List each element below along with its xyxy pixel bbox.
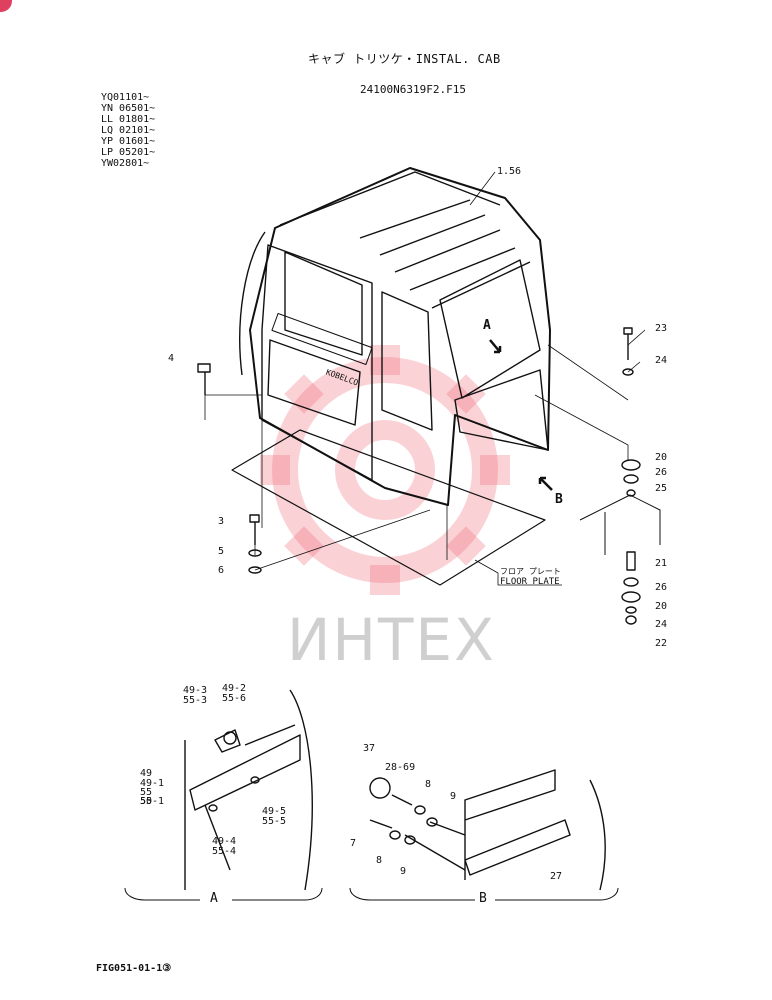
- callout-26-lower: 26: [655, 582, 668, 593]
- detail-b-label: B: [479, 891, 487, 906]
- floor-plate-label-jp: フロア プレート: [500, 567, 561, 576]
- callout-24: 24: [655, 355, 668, 366]
- cab-handrail: [239, 231, 266, 376]
- detail-b-drawing: [349, 769, 619, 901]
- callout-26: 26: [655, 467, 668, 478]
- callout-28-69: 28-69: [385, 762, 416, 773]
- floor-plate-leader: [474, 559, 562, 586]
- callout-23: 23: [655, 323, 668, 334]
- cab-door-lower-window: [267, 339, 361, 426]
- callout-55-4: 55-4: [212, 846, 237, 857]
- bolt-3: [249, 514, 260, 545]
- callout-9: 9: [450, 791, 457, 802]
- mount-20-upper: [621, 459, 641, 471]
- cab-outline: [249, 167, 551, 506]
- callout-50: 50: [140, 796, 153, 807]
- detail-a-drawing: [124, 689, 323, 901]
- cab-roof: [279, 171, 531, 309]
- callout-55-5: 55-5: [262, 816, 287, 827]
- serial-range: YW02801~: [101, 158, 150, 169]
- callout-1-56: 1.56: [497, 166, 522, 177]
- callout-55-3: 55-3: [183, 695, 208, 706]
- mount-26-upper: [623, 474, 639, 484]
- callout-49-3: 49-3: [183, 685, 208, 696]
- callout-7: 7: [350, 838, 357, 849]
- washer-24-lower: [625, 606, 637, 614]
- callout-49-5: 49-5: [262, 806, 287, 817]
- serial-range: LP 05201~: [101, 147, 156, 158]
- callout-55-1: 55-1: [140, 796, 165, 807]
- brand-decal: [271, 312, 373, 366]
- cab-side-window: [381, 291, 433, 431]
- callout-49: 49: [140, 768, 153, 779]
- callout-37: 37: [363, 743, 376, 754]
- bolt-23: [623, 327, 633, 360]
- callout-55: 55: [140, 787, 153, 798]
- watermark-logo: [272, 357, 498, 583]
- cab-door: [261, 244, 373, 481]
- floor-plate: [231, 429, 546, 586]
- mount-20-lower: [621, 591, 641, 603]
- washer-6: [248, 566, 262, 574]
- callout-6: 6: [218, 565, 225, 576]
- view-label-b: B: [555, 492, 563, 507]
- callout-20: 20: [655, 452, 668, 463]
- watermark-text: ИНТЕХ: [287, 606, 496, 674]
- callout-21: 21: [655, 558, 668, 569]
- page-title: キャブ トリツケ・INSTAL. CAB: [308, 52, 501, 66]
- frame-bracket: [579, 494, 661, 555]
- sleeve-21: [626, 551, 636, 571]
- serial-range: YQ01101~: [101, 92, 150, 103]
- washer-5: [248, 549, 262, 557]
- callout-5: 5: [218, 546, 225, 557]
- detail-a-label: A: [210, 891, 218, 906]
- callout-8-lower: 8: [376, 855, 383, 866]
- cab-rear-frame: [454, 369, 549, 451]
- serial-range: LQ 02101~: [101, 125, 156, 136]
- view-arrow-b: [538, 476, 553, 491]
- serial-range: YN 06501~: [101, 103, 156, 114]
- view-arrow-a: [489, 339, 502, 354]
- serial-range: YP 01601~: [101, 136, 156, 147]
- callout-55-6: 55-6: [222, 693, 247, 704]
- floor-plate-label: FLOOR PLATE: [500, 577, 560, 587]
- figure-id: FIG051-01-1③: [96, 963, 172, 974]
- callout-4: 4: [168, 353, 175, 364]
- callout-49-1: 49-1: [140, 778, 165, 789]
- watermark-logo-teeth: [260, 345, 510, 595]
- callout-22: 22: [655, 638, 668, 649]
- callout-8: 8: [425, 779, 432, 790]
- callout-25: 25: [655, 483, 668, 494]
- cab-front-glass: [439, 259, 541, 399]
- callout-20-lower: 20: [655, 601, 668, 612]
- callout-49-2: 49-2: [222, 683, 247, 694]
- view-label-a: A: [483, 318, 491, 333]
- callout-49-4: 49-4: [212, 836, 237, 847]
- cab-door-window: [284, 251, 363, 356]
- nut-22: [625, 615, 637, 625]
- callout-3: 3: [218, 516, 225, 527]
- serial-range-list: YQ01101~ YN 06501~ LL 01801~ LQ 02101~ Y…: [101, 92, 155, 169]
- bolt-4: [197, 363, 211, 395]
- washer-24: [622, 368, 634, 376]
- serial-range: LL 01801~: [101, 114, 156, 125]
- callout-27: 27: [550, 871, 563, 882]
- callout-24-lower: 24: [655, 619, 668, 630]
- part-number: 24100N6319F2.F15: [360, 83, 466, 96]
- callout-9-lower: 9: [400, 866, 407, 877]
- mount-26-lower: [623, 577, 639, 587]
